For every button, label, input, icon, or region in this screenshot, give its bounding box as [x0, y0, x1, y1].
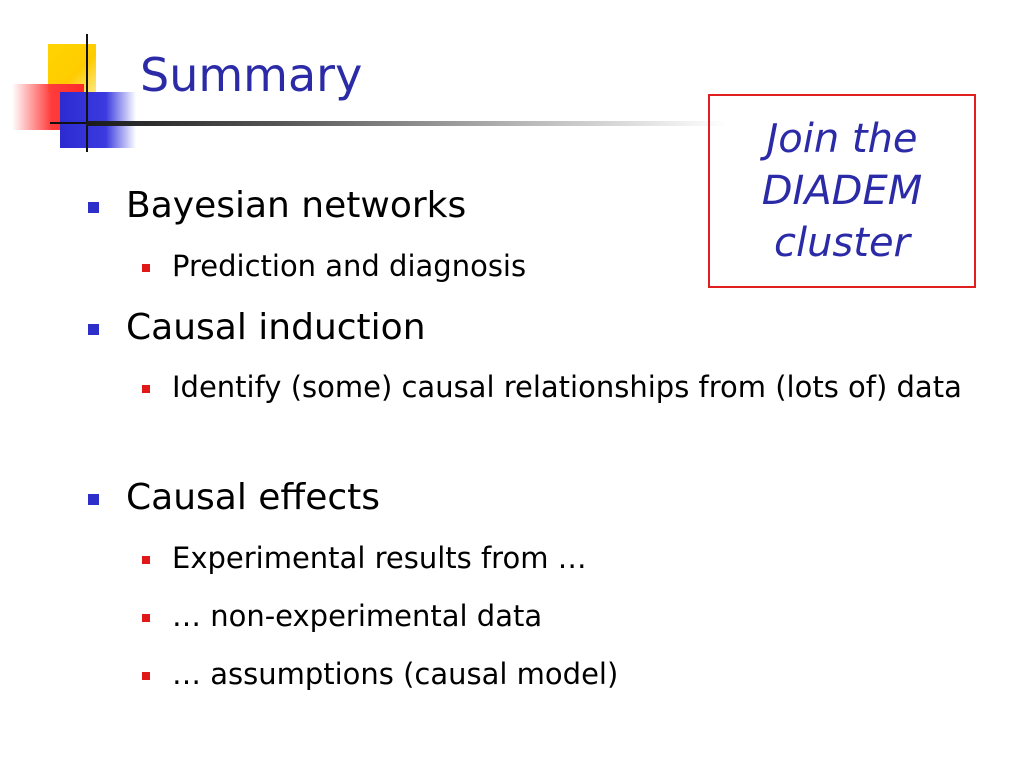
- bullet-text: Causal induction: [126, 307, 426, 348]
- logo-blue-bar: [60, 92, 136, 148]
- logo-vertical-line: [86, 34, 88, 152]
- bullet-square-icon: [88, 202, 99, 213]
- sub-bullet-square-icon: [142, 556, 150, 564]
- diadem-callout-box: Join the DIADEM cluster: [708, 94, 976, 288]
- slide-title: Summary: [140, 48, 363, 102]
- bullet-text: Bayesian networks: [126, 185, 467, 226]
- title-underline: [86, 121, 726, 126]
- sub-bullet-text: Identify (some) causal relationships fro…: [172, 370, 962, 404]
- logo-horizontal-line: [50, 122, 120, 124]
- sub-bullet-text: … non-experimental data: [172, 599, 543, 633]
- template-logo: [0, 0, 150, 160]
- bullet-square-icon: [88, 324, 99, 335]
- sub-bullet-square-icon: [142, 385, 150, 393]
- callout-text: Join the DIADEM cluster: [761, 116, 923, 266]
- sub-bullet-square-icon: [142, 672, 150, 680]
- sub-bullet-text: … assumptions (causal model): [172, 657, 619, 691]
- sub-bullet-square-icon: [142, 264, 150, 272]
- bullet-text: Causal effects: [126, 477, 381, 518]
- bullet-square-icon: [88, 494, 99, 505]
- sub-bullet-text: Prediction and diagnosis: [172, 249, 527, 283]
- sub-bullet-square-icon: [142, 614, 150, 622]
- sub-bullet-text: Experimental results from …: [172, 541, 587, 575]
